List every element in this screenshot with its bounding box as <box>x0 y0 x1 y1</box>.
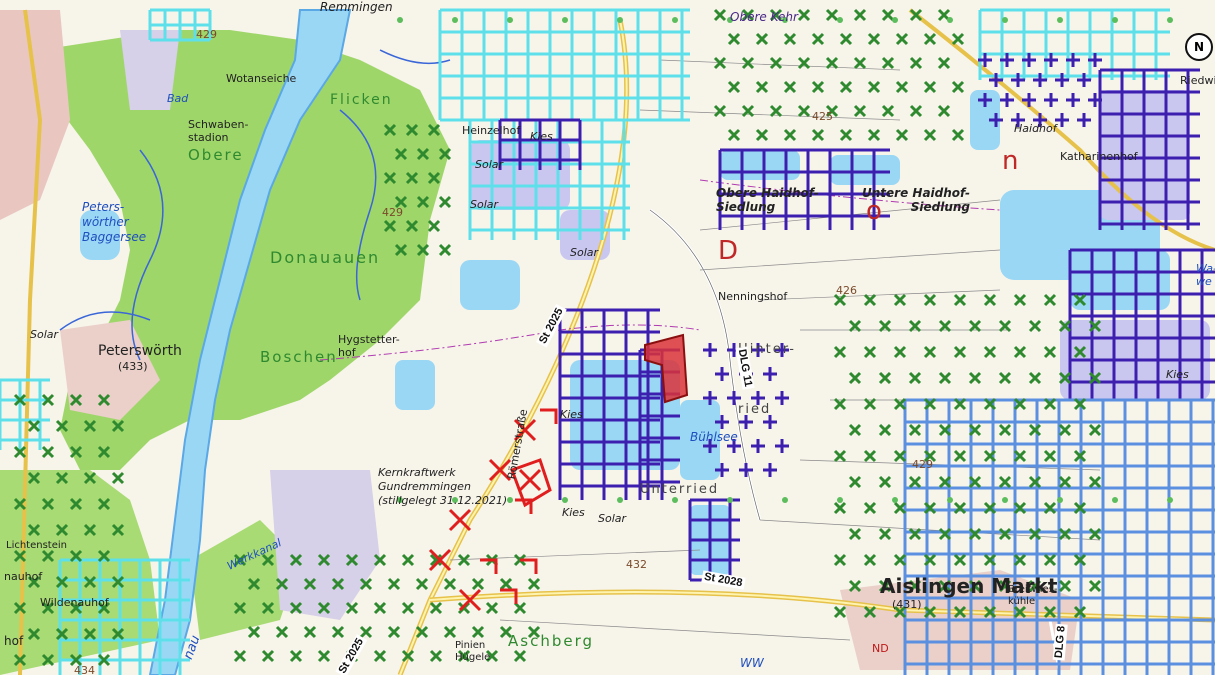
label-heinzelhof: Heinzelhof <box>462 124 521 137</box>
label-aislingen-elev: (431) <box>892 598 922 611</box>
label-hygstetterhof: Hygstetter- hof <box>338 333 400 359</box>
road-northeast <box>908 8 1215 252</box>
label-obere-haidhof: Obere Haidhof- Siedlung <box>716 186 819 214</box>
label-obere: Obere <box>188 146 244 164</box>
label-flicken: Flicken <box>330 92 393 108</box>
label-haidhof: Haidhof <box>1014 122 1057 135</box>
elev-4: 426 <box>836 284 857 297</box>
green-crosses-east <box>833 293 1102 619</box>
elev-5: 432 <box>626 558 647 571</box>
label-kies-top: Kies <box>530 130 553 143</box>
elev-6: 429 <box>912 458 933 471</box>
cyan-grid-north-2 <box>468 118 630 240</box>
label-remmingen: Remmingen <box>320 0 393 14</box>
forest-bottom <box>190 520 300 640</box>
label-riedwies: Riedwi <box>1180 74 1215 87</box>
purple-grid-st2028 <box>688 498 740 582</box>
industrial-kkw <box>270 470 380 620</box>
label-kies-right: Kies <box>1166 368 1189 381</box>
label-breitwieskuehle: Breitwies- kühle <box>1008 584 1058 607</box>
label-wildenauhof: Wildenauhof <box>40 596 109 609</box>
label-donauauen: Donauauen <box>270 248 381 267</box>
elev-3: 425 <box>812 110 833 123</box>
label-aschberg: Aschberg <box>508 632 595 650</box>
label-pinienhuegel: Pinien Hügele <box>455 640 491 663</box>
label-kernkraftwerk: Kernkraftwerk Gundremmingen (stillgelegt… <box>378 466 508 507</box>
purple-grid-kies-right <box>1068 248 1215 400</box>
label-hof-left: hof <box>4 634 24 648</box>
purple-grid-top <box>498 118 582 170</box>
label-solar-top: Solar <box>475 158 504 171</box>
label-baggersee: Peters- wörther Baggersee <box>82 200 147 244</box>
label-wasser: Wa- we <box>1196 262 1215 288</box>
red-outline-area <box>510 458 552 508</box>
green-crosses-north <box>713 8 965 142</box>
cyan-grid-north <box>438 8 690 122</box>
label-obere-kehr: Obere Kehr <box>730 10 798 24</box>
elev-7: 434 <box>74 664 95 675</box>
label-buhlsee: Bühlsee <box>690 430 738 444</box>
cyan-grid-top-left <box>148 8 212 42</box>
elev-2: 429 <box>382 206 403 219</box>
label-solar-center: Solar <box>570 246 599 259</box>
label-aislingen: Aislingen Markt <box>880 574 1058 598</box>
label-solar-bottom: Solar <box>598 512 627 525</box>
label-big-o: o <box>866 196 882 226</box>
label-nd: ND <box>872 642 889 655</box>
industrial-northwest <box>120 30 180 110</box>
label-lichtenstein: Lichtenstein <box>6 540 67 551</box>
green-crosses-south <box>233 553 541 663</box>
label-wotanseiche: Wotanseiche <box>226 72 297 85</box>
label-hinterried: Hinter- ried <box>738 342 796 417</box>
label-kies-center: Kies <box>560 408 583 421</box>
label-petersworth: Peterswörth <box>98 343 182 359</box>
cyan-grid-northeast <box>978 8 1170 80</box>
lake-baggersee <box>80 210 120 260</box>
label-solar-left: Solar <box>30 328 59 341</box>
red-markers <box>428 408 558 612</box>
settlement-west <box>0 10 70 220</box>
elev-1: 429 <box>196 28 217 41</box>
project-area-red <box>644 333 689 404</box>
label-boschen: Boschen <box>260 348 338 366</box>
label-big-d: D <box>718 236 739 266</box>
label-ww: WW <box>740 656 764 670</box>
label-kies-bottom: Kies <box>562 506 585 519</box>
label-schwabenstadion: Schwaben- stadion <box>188 118 249 144</box>
label-katharinenhof: Katharinenhof <box>1060 150 1138 163</box>
label-bad: Bad <box>167 92 189 105</box>
label-solar-mid: Solar <box>470 198 499 211</box>
label-petersworth-elev: (433) <box>118 360 148 373</box>
purple-grid-center <box>558 308 660 500</box>
cyan-grid-west <box>0 378 50 450</box>
north-arrow-icon: N <box>1185 33 1213 61</box>
label-untere-haidhof: Untere Haidhof- Siedlung <box>862 186 971 214</box>
purple-grid-katharinenhof <box>1098 68 1200 230</box>
label-unterried: Unterried <box>640 482 720 497</box>
purple-plus-haidhof <box>978 53 1102 127</box>
purple-grid-haidhof <box>718 148 890 230</box>
label-nenningshof: Nenningshof <box>718 290 788 303</box>
purple-plus-hinterried <box>703 343 789 477</box>
label-big-n: n <box>1002 146 1019 176</box>
tree-dots <box>397 17 1173 503</box>
label-nauhof: nauhof <box>4 570 43 583</box>
green-crosses-southwest <box>13 393 125 667</box>
river-donau <box>148 9 352 675</box>
green-crosses-forest <box>383 123 452 257</box>
